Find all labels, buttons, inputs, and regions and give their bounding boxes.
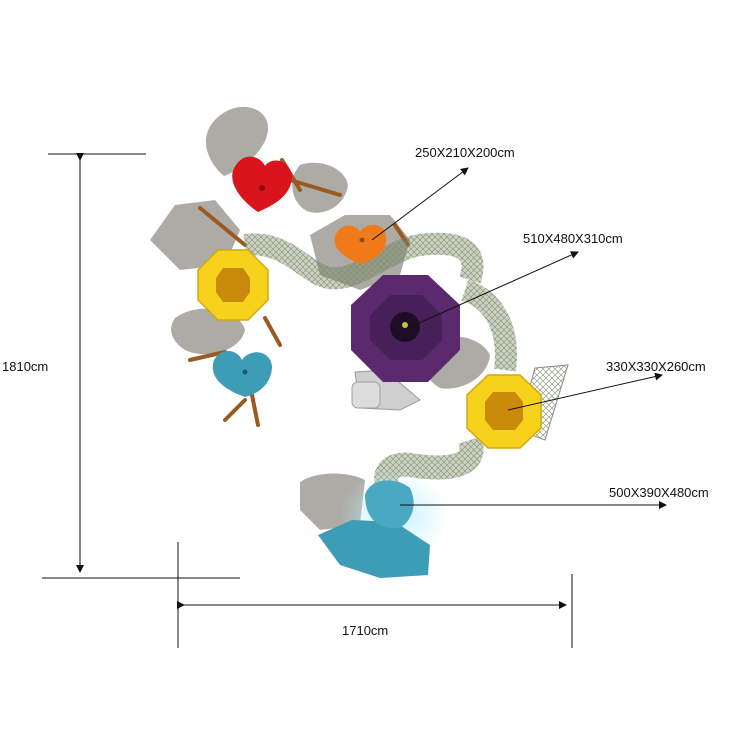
callout-leader-1 [371, 167, 469, 241]
callout-label-3: 330X330X260cm [606, 359, 706, 374]
yellow-octagon-tower [466, 374, 542, 449]
grey-leaf-top [205, 106, 269, 176]
width-dimension [177, 542, 573, 648]
wood-post [188, 350, 227, 362]
purple-octagon-tower [351, 275, 460, 382]
blue-heart-roof [212, 350, 272, 397]
callout-leader-3 [507, 372, 663, 411]
wood-post [288, 178, 342, 197]
wood-post [223, 398, 247, 422]
height-label: 1810cm [2, 359, 48, 374]
width-label: 1710cm [342, 623, 388, 638]
callout-label-4: 500X390X480cm [609, 485, 709, 500]
callout-leaders [371, 167, 667, 509]
wood-post [198, 206, 247, 247]
callout-label-2: 510X480X310cm [523, 231, 623, 246]
blue-dome-base [318, 470, 450, 578]
red-heart-roof [232, 156, 292, 212]
callout-label-1: 250X210X200cm [415, 145, 515, 160]
orange-heart-roof [334, 224, 387, 264]
yellow-octagon-tower-left [197, 249, 269, 321]
wood-post [263, 316, 282, 347]
wood-post [250, 393, 260, 427]
height-dimension [42, 153, 240, 579]
callout-leader-2 [407, 251, 579, 329]
